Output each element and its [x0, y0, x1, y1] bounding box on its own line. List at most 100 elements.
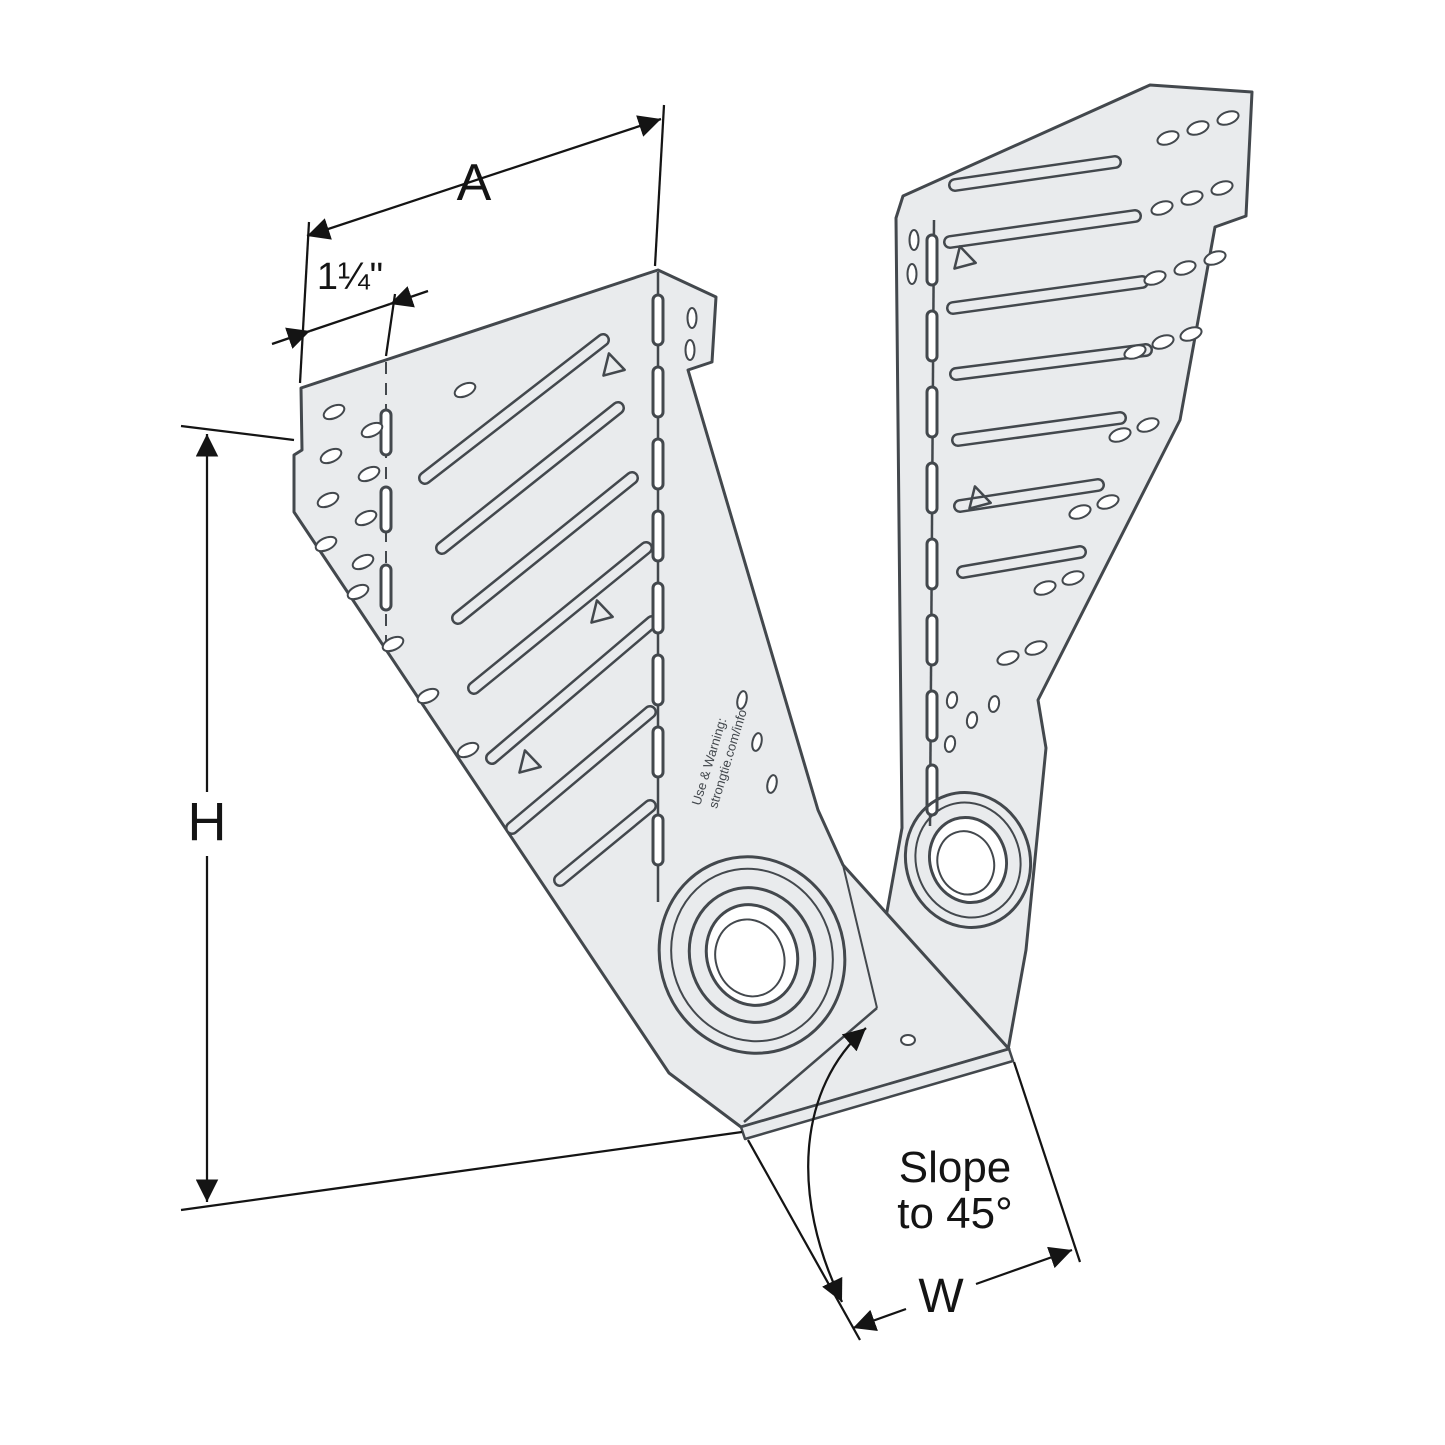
- right-plate-outline: [868, 83, 1254, 1052]
- nail-hole: [1136, 417, 1160, 433]
- dimension-w: W: [747, 1061, 1082, 1341]
- nail-hole: [1180, 190, 1204, 206]
- right-nail-holes: [996, 110, 1240, 666]
- nail-hole: [354, 509, 378, 527]
- nail-hole: [1151, 334, 1175, 350]
- nail-hole: [1156, 130, 1180, 146]
- saddle-seat: [657, 791, 1033, 1141]
- left-small-holes: [684, 307, 778, 794]
- right-boss-ring-outer: [903, 791, 1033, 929]
- seat-pilot-hole: [900, 1034, 916, 1046]
- right-small-holes: [906, 229, 1001, 753]
- emboss-slot-face: [950, 157, 1120, 190]
- emboss-slot-face: [948, 277, 1147, 313]
- nail-hole: [1210, 180, 1234, 196]
- dim-a-ext-right: [653, 104, 666, 267]
- dimension-a: A: [298, 104, 666, 384]
- emboss-slot-face: [420, 335, 608, 483]
- slope-label-line-1: Slope: [899, 1143, 1012, 1192]
- dim-w-ext-right: [1012, 1061, 1082, 1263]
- dim-w-line-right: [975, 1246, 1073, 1286]
- nail-hole: [357, 465, 381, 483]
- nail-hole: [1173, 260, 1197, 276]
- right-plate: [868, 83, 1254, 1052]
- emboss-slot-face: [951, 345, 1151, 379]
- slope-arc-arrow: [807, 1027, 867, 1303]
- nail-hole: [453, 381, 477, 399]
- dim-w-ext-left: [747, 1139, 861, 1341]
- nail-hole: [1096, 494, 1120, 510]
- dim-offset-line: [309, 302, 391, 333]
- emboss-slot-face: [555, 801, 655, 885]
- flange-hole: [751, 732, 763, 752]
- flange-hole: [766, 774, 778, 794]
- seat-thickness-edge: [739, 1047, 1015, 1141]
- emboss-slot-face: [469, 543, 651, 693]
- flange-hole: [987, 695, 1001, 713]
- bend-triangle: [590, 599, 614, 624]
- left-emboss-slots: [418, 333, 659, 887]
- nail-hole: [1179, 326, 1203, 342]
- nail-hole: [1203, 250, 1227, 266]
- dim-h-ext-bottom: [180, 1130, 743, 1212]
- dimension-h: H: [180, 424, 743, 1212]
- emboss-slot-face: [507, 707, 655, 833]
- right-emboss-slots: [943, 155, 1153, 579]
- emboss-slot-face: [955, 480, 1103, 511]
- flange-hole: [736, 690, 748, 710]
- left-boss-ring-mid: [670, 867, 834, 1043]
- nail-hole: [346, 583, 370, 601]
- emboss-slot-face: [953, 413, 1125, 445]
- tab-hole: [906, 263, 918, 285]
- nail-hole: [1061, 570, 1085, 586]
- nail-hole: [1123, 344, 1147, 360]
- nail-hole: [416, 687, 440, 705]
- nail-hole: [322, 403, 346, 421]
- left-panel-fold: [842, 864, 878, 1009]
- bend-triangle: [518, 749, 542, 774]
- dim-w-line-left: [852, 1307, 907, 1331]
- left-boss-ring-outer: [657, 855, 847, 1055]
- left-boss-hole: [704, 903, 800, 1007]
- dim-a-line: [306, 115, 662, 240]
- nail-hole: [1033, 580, 1057, 596]
- dim-offset-label: 1¼": [317, 256, 383, 298]
- left-nail-holes: [314, 381, 480, 759]
- nail-hole: [1108, 427, 1132, 443]
- dimension-offset: 1¼": [271, 256, 429, 357]
- dim-a-label: A: [457, 154, 492, 212]
- tab-hole: [684, 339, 696, 361]
- nail-hole: [381, 635, 405, 653]
- bend-triangle: [602, 352, 626, 377]
- nail-hole: [319, 447, 343, 465]
- dim-h-ext-top: [180, 424, 295, 442]
- emboss-slot-face: [453, 473, 637, 623]
- emboss-slot-face: [945, 211, 1140, 247]
- dim-offset-arrow-left: [271, 327, 311, 349]
- slope-label-line-2: to 45°: [897, 1189, 1012, 1238]
- seat-crease-line: [743, 1007, 878, 1123]
- dim-w-label: W: [918, 1270, 964, 1323]
- dim-offset-arrow-right: [389, 286, 429, 308]
- right-seat-boss: [903, 791, 1033, 929]
- nail-hole: [1186, 120, 1210, 136]
- left-seat-boss: [657, 855, 847, 1055]
- nail-hole: [314, 535, 338, 553]
- nail-hole: [316, 491, 340, 509]
- bend-triangle: [953, 245, 977, 270]
- tab-hole: [908, 229, 920, 251]
- right-boss-hole: [927, 815, 1009, 905]
- emboss-slot-face: [437, 403, 623, 553]
- left-bend-triangles: [518, 352, 626, 774]
- nail-hole: [1150, 200, 1174, 216]
- nail-hole: [1024, 640, 1048, 656]
- flange-hole: [945, 691, 959, 709]
- nail-hole: [360, 421, 384, 439]
- nail-hole: [1143, 270, 1167, 286]
- left-plate: Use & Warning: strongtie.com/info: [292, 268, 1011, 1129]
- right-boss-hole-wall: [936, 830, 996, 896]
- nail-hole: [351, 553, 375, 571]
- nail-hole: [1068, 504, 1092, 520]
